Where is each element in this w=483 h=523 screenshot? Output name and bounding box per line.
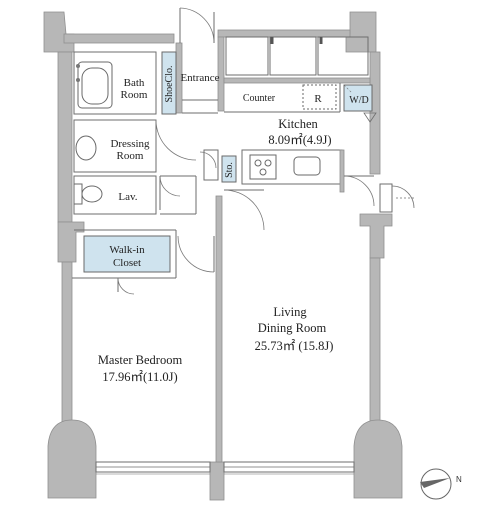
wall-entrance-right	[217, 36, 225, 112]
living-label-1: Living	[273, 305, 307, 319]
refrigerator-label: R	[314, 93, 322, 105]
compass-circle-icon	[420, 468, 452, 500]
compass: N	[420, 468, 462, 500]
wash-basin-icon	[75, 135, 97, 161]
counter-label: Counter	[243, 93, 276, 104]
wall-left	[57, 51, 73, 223]
sink-icon	[293, 156, 321, 176]
wall-top-right	[217, 29, 351, 38]
washer-dryer-label: W/D	[349, 95, 368, 106]
wall-right-lower	[369, 257, 381, 423]
windows	[95, 461, 355, 475]
lavatory-label: Lav.	[118, 191, 137, 203]
shoe-closet-label: ShoeClo.	[164, 66, 175, 103]
dressing-label-2: Room	[117, 150, 144, 162]
kitchen-name: Kitchen	[278, 117, 318, 131]
walk-in-closet-box	[83, 235, 171, 273]
shoe-closet-box	[161, 51, 177, 115]
walk-in-closet-label-2: Closet	[113, 257, 141, 269]
column-bottom-right	[353, 419, 403, 499]
entrance-label: Entrance	[180, 72, 219, 84]
master-bedroom-name: Master Bedroom	[98, 353, 183, 367]
fixtures	[73, 51, 377, 273]
wall-top-left	[63, 33, 175, 44]
bath-label-1: Bath	[124, 77, 145, 89]
living-label-2: Dining Room	[258, 321, 327, 335]
column-top-left	[43, 11, 75, 53]
interior-lines	[72, 36, 369, 279]
wall-left-lower	[61, 261, 73, 423]
mullion-bottom	[209, 461, 225, 501]
living-area: 25.73㎡ (15.8J)	[255, 339, 334, 353]
walk-in-closet-label-1: Walk-in	[109, 244, 145, 256]
storage-box	[221, 155, 237, 183]
column-left-mid	[57, 221, 85, 263]
wall-kitchen-top	[223, 77, 371, 84]
master-bedroom-area: 17.96㎡(11.0J)	[102, 370, 177, 384]
storage-label: Sto.	[224, 162, 235, 178]
doors	[117, 7, 415, 295]
dressing-label-1: Dressing	[110, 138, 150, 150]
column-bottom-left	[47, 419, 97, 499]
compass-north-label: N	[456, 475, 462, 484]
wall-bedroom-living	[215, 195, 223, 463]
washer-dryer-icon	[343, 84, 373, 112]
kitchen-area: 8.09㎡(4.9J)	[268, 133, 331, 147]
labels: Bath Room ShoeClo. Entrance Counter R W/…	[98, 66, 369, 384]
entrance-door	[179, 7, 215, 44]
column-top-right	[345, 11, 377, 53]
compass-needle-icon	[420, 478, 450, 488]
toilet-icon	[73, 183, 83, 205]
column-right-mid	[359, 213, 393, 259]
bath-label-2: Room	[121, 89, 148, 101]
refrigerator-icon	[302, 84, 337, 110]
